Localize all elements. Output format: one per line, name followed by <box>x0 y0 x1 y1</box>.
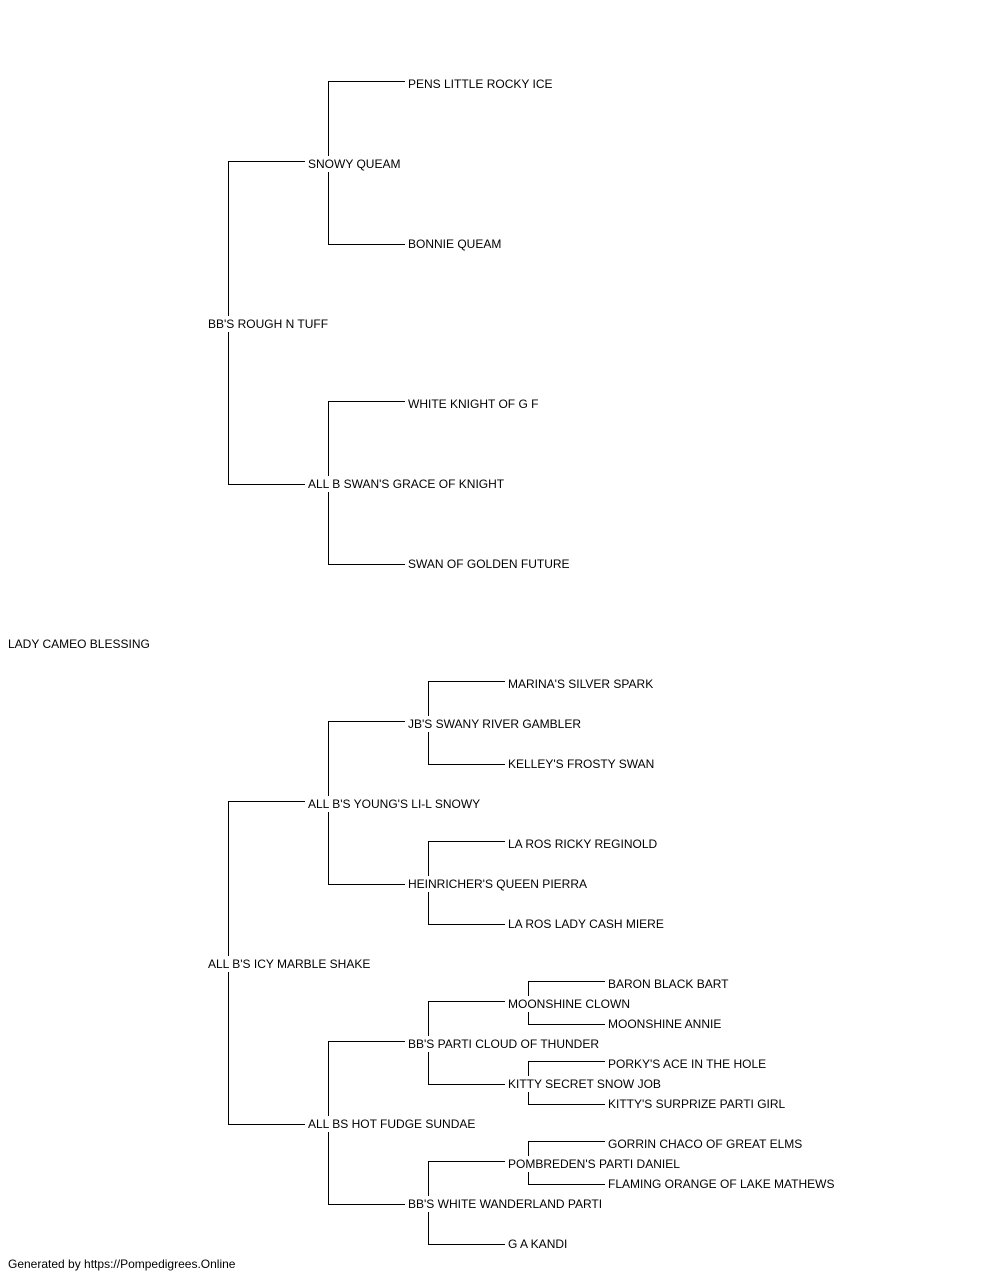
connector-queen-pierra <box>428 841 505 925</box>
dam-name: ALL B'S ICY MARBLE SHAKE <box>208 957 373 971</box>
connector-parti-cloud <box>428 1001 505 1085</box>
ancestor-pombredens-parti-daniel: POMBREDEN'S PARTI DANIEL <box>508 1157 682 1171</box>
ancestor-kelleys-frosty-swan: KELLEY'S FROSTY SWAN <box>508 757 657 771</box>
ancestor-baron-black-bart: BARON BLACK BART <box>608 977 731 991</box>
subject-name: LADY CAMEO BLESSING <box>8 637 152 651</box>
ancestor-marinas-silver-spark: MARINA'S SILVER SPARK <box>508 677 656 691</box>
ancestor-g-a-kandi: G A KANDI <box>508 1237 570 1251</box>
connector-rough-n-tuff <box>228 161 305 485</box>
connector-swany-river-gambler <box>428 681 505 765</box>
sire-dam-name: ALL B SWAN'S GRACE OF KNIGHT <box>308 477 507 491</box>
ancestor-bonnie-queam: BONNIE QUEAM <box>408 237 504 251</box>
connector-moonshine-clown <box>528 981 605 1025</box>
ancestor-moonshine-annie: MOONSHINE ANNIE <box>608 1017 724 1031</box>
ancestor-pens-little-rocky-ice: PENS LITTLE ROCKY ICE <box>408 77 555 91</box>
sire-sire-name: SNOWY QUEAM <box>308 157 403 171</box>
sire-name: BB'S ROUGH N TUFF <box>208 317 331 331</box>
ancestor-gorrin-chaco: GORRIN CHACO OF GREAT ELMS <box>608 1137 805 1151</box>
connector-hot-fudge-sundae <box>328 1041 405 1205</box>
ancestor-la-ros-lady-cash-miere: LA ROS LADY CASH MIERE <box>508 917 666 931</box>
ancestor-queen-pierra: HEINRICHER'S QUEEN PIERRA <box>408 877 589 891</box>
connector-young-li-l-snowy <box>328 721 405 885</box>
ancestor-white-knight: WHITE KNIGHT OF G F <box>408 397 541 411</box>
ancestor-moonshine-clown: MOONSHINE CLOWN <box>508 997 633 1011</box>
connector-white-wanderland <box>428 1161 505 1245</box>
ancestor-white-wanderland-parti: BB'S WHITE WANDERLAND PARTI <box>408 1197 605 1211</box>
ancestor-la-ros-ricky-reginold: LA ROS RICKY REGINOLD <box>508 837 660 851</box>
ancestor-kittys-surprize-parti-girl: KITTY'S SURPRIZE PARTI GIRL <box>608 1097 788 1111</box>
ancestor-flaming-orange: FLAMING ORANGE OF LAKE MATHEWS <box>608 1177 837 1191</box>
ancestor-porkys-ace-in-the-hole: PORKY'S ACE IN THE HOLE <box>608 1057 769 1071</box>
ancestor-swany-river-gambler: JB'S SWANY RIVER GAMBLER <box>408 717 583 731</box>
connector-parti-daniel <box>528 1141 605 1185</box>
ancestor-kitty-secret-snow-job: KITTY SECRET SNOW JOB <box>508 1077 663 1091</box>
dam-dam-name: ALL BS HOT FUDGE SUNDAE <box>308 1117 478 1131</box>
dam-sire-name: ALL B'S YOUNG'S LI-L SNOWY <box>308 797 483 811</box>
footer-credit: Generated by https://Pompedigrees.Online <box>8 1257 236 1271</box>
connector-snowy-queam <box>328 81 405 245</box>
ancestor-swan-of-golden-future: SWAN OF GOLDEN FUTURE <box>408 557 572 571</box>
connector-icy-marble-shake <box>228 801 305 1125</box>
connector-swans-grace <box>328 401 405 565</box>
ancestor-parti-cloud-of-thunder: BB'S PARTI CLOUD OF THUNDER <box>408 1037 601 1051</box>
connector-kitty-secret <box>528 1061 605 1105</box>
